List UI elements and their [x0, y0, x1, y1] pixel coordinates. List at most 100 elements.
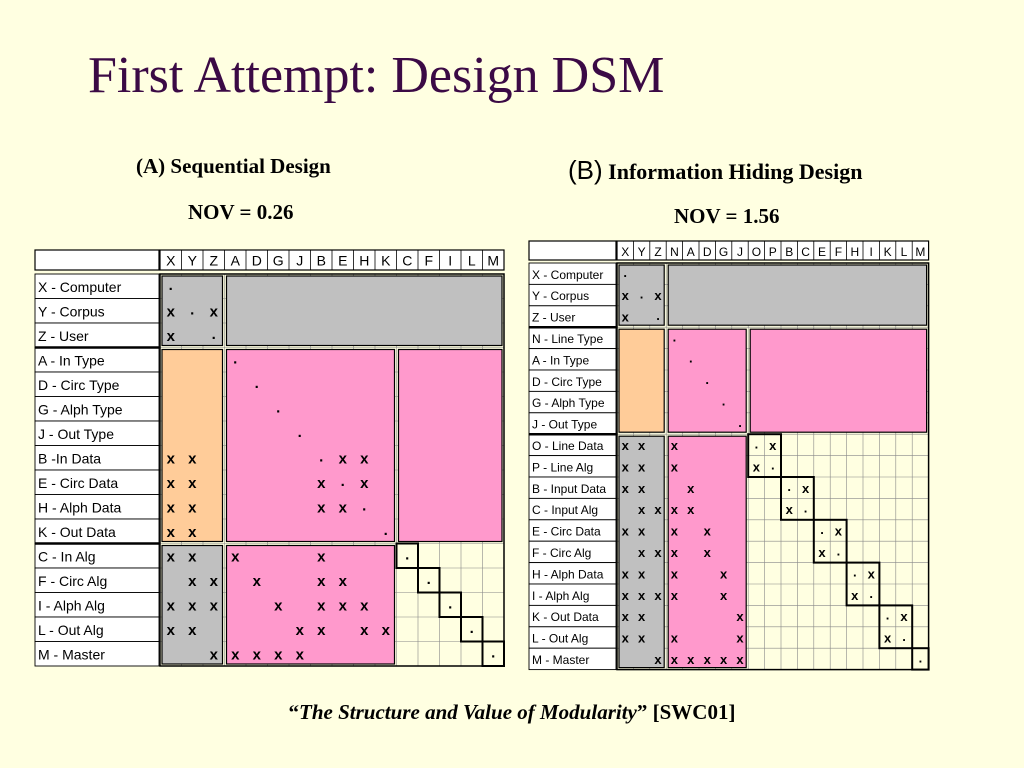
dsm-b-row-label: Z - User: [532, 311, 575, 325]
dsm-a-module-box: [395, 542, 419, 569]
dsm-b-diagonal-dot: .: [919, 650, 923, 665]
dsm-a-diagonal-dot: .: [405, 547, 409, 564]
dsm-b-block-modules-env: [618, 435, 665, 669]
dsm-a-diagonal-dot: .: [255, 375, 259, 392]
dsm-a-row-label-cell: [34, 298, 160, 324]
dsm-b-col-header: X: [621, 245, 629, 259]
dsm-a-mark: x: [339, 451, 348, 468]
dsm-a-col-header: J: [296, 253, 303, 269]
dsm-a-col-header: X: [166, 253, 176, 269]
dsm-b-row-label: A - In Type: [532, 353, 589, 367]
dsm-b-mark: x: [622, 588, 630, 603]
dsm-a-mark: x: [167, 524, 176, 541]
dsm-a-col-header: C: [402, 253, 412, 269]
dsm-a-diagonal-dot: .: [169, 277, 173, 294]
dsm-a-mark: x: [210, 304, 219, 321]
dsm-b-mark: x: [654, 545, 662, 560]
dsm-a-label: (A): [136, 154, 166, 178]
dsm-a-row-label: J - Out Type: [38, 426, 114, 442]
dsm-b-row-label: E - Circ Data: [532, 525, 601, 539]
dsm-a-block-design-rules-diag: [225, 348, 396, 543]
dsm-b-mark: x: [884, 631, 892, 646]
dsm-b-diagonal-dot: .: [689, 351, 693, 366]
dsm-a-row-label: Y - Corpus: [38, 304, 105, 320]
dsm-b-row-label: G - Alph Type: [532, 396, 605, 410]
dsm-b-mark: x: [638, 524, 646, 539]
dsm-a-row-label: I - Alph Alg: [38, 598, 105, 614]
dsm-a-row-label-cell: [34, 322, 160, 348]
dsm-a-block-design-rules-upper: [397, 348, 503, 543]
dsm-a-diagonal-dot: .: [384, 522, 388, 539]
dsm-a-diagonal-dot: .: [448, 596, 452, 613]
dsm-a-mark: x: [210, 573, 219, 590]
dsm-a-mark: x: [253, 647, 262, 664]
dsm-b-col-header: B: [785, 245, 793, 259]
dsm-a-diagonal-dot: .: [362, 498, 366, 515]
dsm-a-mark: x: [339, 573, 348, 590]
dsm-b-mark: x: [868, 566, 876, 581]
dsm-b-col-header: O: [752, 245, 761, 259]
dsm-b-mark: x: [622, 481, 630, 496]
dsm-a-mark: x: [167, 622, 176, 639]
dsm-a-mark: x: [188, 549, 197, 566]
dsm-b-diagonal-dot: .: [902, 629, 906, 644]
dsm-a-row-label-cell: [34, 494, 160, 520]
dsm-a-mark: x: [188, 598, 197, 615]
dsm-a-row-label-cell: [34, 616, 160, 642]
dsm-a-diagonal-dot: .: [190, 302, 194, 319]
dsm-b-col-header: C: [801, 245, 810, 259]
dsm-b-block-env-upper: [667, 264, 928, 326]
citation-open-quote: “: [288, 700, 300, 724]
dsm-a-mark: x: [360, 475, 369, 492]
dsm-b-name: Information Hiding Design: [608, 159, 863, 184]
dsm-b-mark: x: [622, 438, 630, 453]
dsm-b-module-box: [747, 433, 783, 479]
dsm-a-mark: x: [296, 647, 305, 664]
dsm-b-header-box: [616, 240, 930, 261]
dsm-b-mark: x: [622, 288, 630, 303]
dsm-b-diagonal-dot: .: [869, 586, 873, 601]
dsm-a-mark: x: [382, 622, 391, 639]
dsm-b-mark: x: [704, 524, 712, 539]
dsm-b-mark: x: [736, 609, 744, 624]
dsm-b-mark: x: [622, 524, 630, 539]
dsm-b-block-design-rules-env: [618, 328, 665, 433]
dsm-b-row-label: M - Master: [532, 653, 589, 667]
dsm-a-row-label: K - Out Data: [38, 524, 116, 540]
dsm-b-mark: x: [671, 566, 679, 581]
dsm-a-row-label: C - In Alg: [38, 549, 96, 565]
dsm-b-nov: NOV = 1.56: [674, 204, 780, 228]
dsm-b-module-box: [878, 604, 914, 650]
dsm-a-col-header: G: [273, 253, 284, 269]
dsm-b-mark: x: [638, 588, 646, 603]
dsm-a-row-label-cell: [34, 641, 160, 667]
dsm-b-mark: x: [900, 609, 908, 624]
dsm-b-diagonal-dot: .: [640, 287, 644, 302]
dsm-b-row-label: H - Alph Data: [532, 567, 604, 581]
dsm-a-block-design-rules-env: [161, 348, 224, 543]
dsm-a-col-header: E: [338, 253, 347, 269]
dsm-b-mark: x: [638, 609, 646, 624]
dsm-a-mark: x: [317, 475, 326, 492]
dsm-a-row-label: L - Out Alg: [38, 622, 104, 638]
dsm-b-row-label: P - Line Alg: [532, 460, 593, 474]
dsm-b-mark: x: [720, 652, 728, 667]
dsm-a-col-header: A: [231, 253, 241, 269]
dsm-a-col-header: H: [359, 253, 369, 269]
dsm-b-col-header: K: [884, 245, 892, 259]
dsm-b-col-header: L: [901, 245, 908, 259]
dsm-b-col-header: I: [870, 245, 873, 259]
dsm-b-diagonal-dot: .: [623, 265, 627, 280]
dsm-b-module-box: [812, 518, 848, 564]
dsm-b-row-label: C - Input Alg: [532, 503, 598, 517]
dsm-a-module-box: [417, 567, 441, 594]
dsm-b-mark: x: [671, 588, 679, 603]
dsm-a-mark: x: [253, 573, 262, 590]
dsm-a-mark: x: [188, 622, 197, 639]
dsm-a-mark: x: [339, 500, 348, 517]
dsm-b-mark: x: [622, 459, 630, 474]
dsm-b-mark: x: [687, 481, 695, 496]
dsm-a-mark: x: [317, 573, 326, 590]
dsm-a-mark: x: [317, 622, 326, 639]
dsm-a-row-label-cell: [34, 567, 160, 593]
